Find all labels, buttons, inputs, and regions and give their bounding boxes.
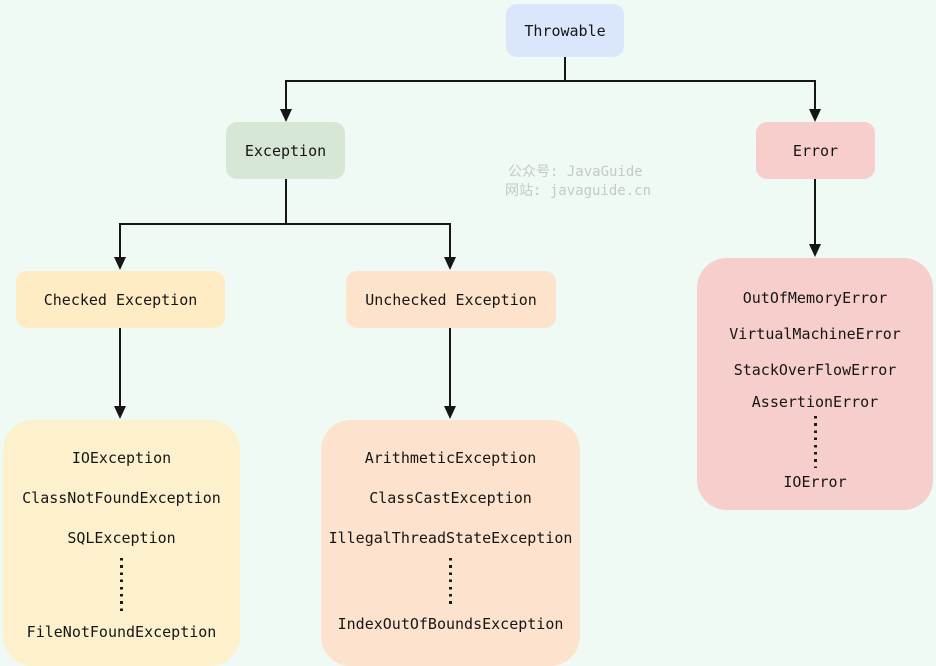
node-throwable-label: Throwable: [524, 21, 606, 40]
list-item: FileNotFoundException: [26, 623, 217, 641]
list-item: ClassNotFoundException: [22, 489, 221, 507]
checked-exception-examples-box: IOException ClassNotFoundException SQLEx…: [3, 420, 240, 666]
list-item: IOException: [71, 449, 172, 467]
list-item: AssertionError: [751, 393, 879, 411]
list-item: SQLException: [67, 529, 176, 547]
node-error-label: Error: [792, 141, 839, 160]
node-exception: Exception: [226, 122, 345, 179]
node-checked-exception-label: Checked Exception: [43, 290, 198, 309]
watermark-line1: 公众号: JavaGuide: [508, 164, 643, 180]
watermark-line2: 网站: javaguide.cn: [505, 183, 652, 199]
list-item: OutOfMemoryError: [742, 289, 888, 307]
unchecked-exception-examples-box: ArithmeticException ClassCastException I…: [321, 420, 580, 666]
node-throwable: Throwable: [506, 4, 624, 57]
node-exception-label: Exception: [244, 141, 327, 160]
list-item: ArithmeticException: [364, 449, 537, 467]
vertical-ellipsis-icon: [449, 558, 452, 606]
node-checked-exception: Checked Exception: [16, 271, 225, 328]
list-item: IndexOutOfBoundsException: [337, 615, 564, 633]
watermark: 公众号: JavaGuide 网站: javaguide.cn: [505, 163, 651, 201]
list-item: ClassCastException: [369, 489, 532, 507]
node-unchecked-exception-label: Unchecked Exception: [365, 290, 537, 309]
node-error: Error: [756, 122, 875, 179]
list-item: StackOverFlowError: [733, 361, 897, 379]
list-item: IllegalThreadStateException: [328, 529, 573, 547]
vertical-ellipsis-icon: [120, 558, 123, 614]
node-unchecked-exception: Unchecked Exception: [346, 271, 556, 328]
error-examples-box: OutOfMemoryError VirtualMachineError Sta…: [697, 258, 933, 510]
list-item: IOError: [783, 473, 847, 491]
list-item: VirtualMachineError: [729, 325, 901, 343]
vertical-ellipsis-icon: [813, 416, 817, 468]
